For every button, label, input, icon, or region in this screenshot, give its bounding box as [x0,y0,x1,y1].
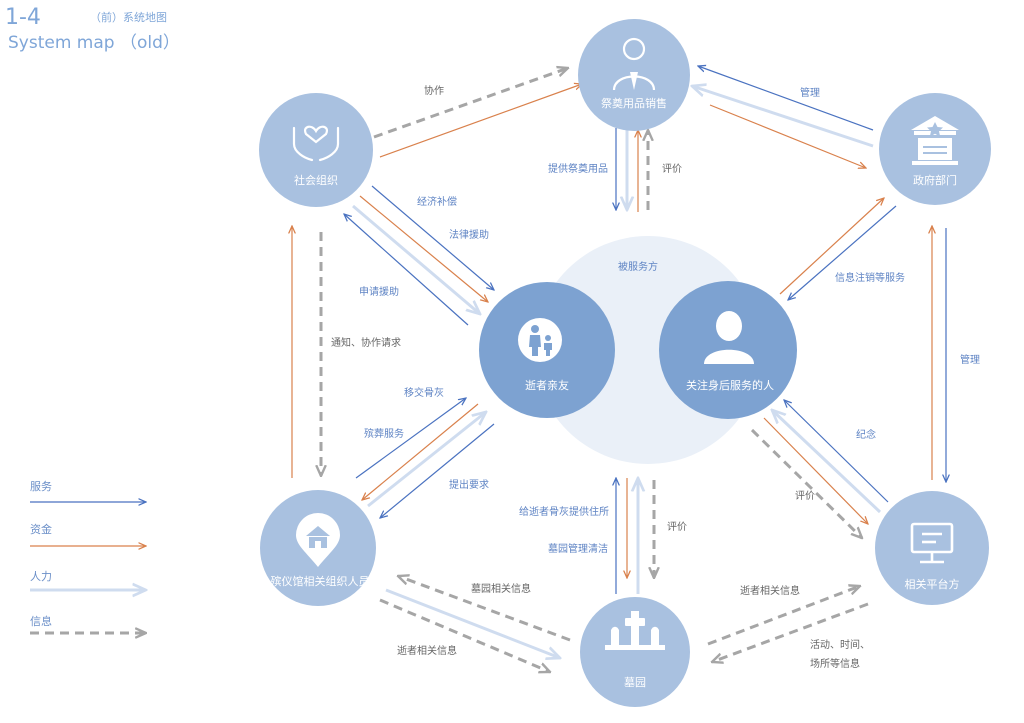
edge-people-platform-info [750,428,862,538]
served-label: 被服务方 [618,260,658,273]
node-platform-label: 相关平台方 [905,577,960,591]
node-funeral-label: 殡仪馆相关组织人员 [271,574,370,588]
label-notify: 通知、协作请求 [331,336,401,349]
legend-funds-label: 资金 [30,522,52,536]
node-platform: 相关平台方 [875,491,989,605]
node-gov-label: 政府部门 [913,173,957,187]
edge-sales-gov-funds [709,104,866,168]
header-subtitle: （前）系统地图 [90,10,167,24]
edge-platform-cemetery-info [712,602,869,662]
edge-cemetery-funeral-info [398,576,571,642]
edge-social-family-funds [359,195,488,302]
node-cemetery-label: 墓园 [624,676,646,689]
label-cem-info: 墓园相关信息 [471,582,531,595]
edge-people-platform-funds [763,417,868,524]
edge-family-funeral-service [380,423,495,518]
edge-gov-sales-labor [692,86,874,148]
person-icon [704,311,754,364]
node-people-label: 关注身后服务的人 [686,378,774,392]
label-funeral-srv: 殡葬服务 [364,427,404,440]
label-eval-bottom: 评价 [667,521,687,533]
label-demand: 提出要求 [449,478,489,491]
label-legal: 法律援助 [449,228,489,241]
label-eval-right: 评价 [795,490,815,502]
header-english: System map （old） [8,33,180,53]
node-funeral: 殡仪馆相关组织人员 [260,490,376,606]
label-apply: 申请援助 [359,285,399,298]
edge-funeral-family-labor [367,412,486,508]
label-provide-goods: 提供祭奠用品 [548,162,608,175]
legend-labor-label: 人力 [30,570,52,583]
label-residence: 给逝者骨灰提供住所 [519,505,609,518]
edge-people-gov-funds [779,198,884,295]
node-family: 逝者亲友 [479,282,615,418]
node-social-label: 社会组织 [294,173,338,187]
label-manage-top: 管理 [800,86,820,99]
header-number: 1-4 [5,5,41,30]
edge-social-family-labor [352,204,480,314]
label-dec-info-right: 逝者相关信息 [740,584,800,597]
edge-family-social-service [344,214,469,326]
edge-funeral-family-service [355,398,466,479]
label-clean: 墓园管理清洁 [548,542,608,555]
node-social: 社会组织 [259,93,373,207]
edge-cemetery-platform-info [707,586,860,646]
monitor-icon [910,522,954,564]
edge-funeral-cemetery-labor [385,588,560,658]
node-people: 关注身后服务的人 [659,281,797,419]
label-ashes: 移交骨灰 [404,386,444,399]
edge-platform-people-labor [772,410,882,514]
node-cemetery: 墓园 [580,597,690,707]
tombstone-icon [605,611,665,650]
legend-info-label: 信息 [30,614,52,628]
star-icon [927,122,943,137]
label-eval-top: 评价 [662,163,682,175]
edge-funeral-cemetery-info [379,598,550,672]
person-tie-icon [612,37,656,91]
legend: 服务 资金 人力 信息 [30,480,146,633]
label-coop: 协作 [424,84,444,97]
edge-social-sales-info [373,68,568,139]
label-activity-line1: 活动、时间、 [810,638,870,651]
label-activity-line2: 场所等信息 [810,657,860,670]
node-sales-label: 祭奠用品销售 [601,96,667,110]
label-dec-info-left: 逝者相关信息 [397,644,457,657]
legend-service-label: 服务 [30,480,52,493]
funeral-home-pin-icon [296,513,340,567]
label-subsidy: 经济补偿 [417,195,457,208]
label-memorial: 纪念 [856,428,876,441]
node-family-label: 逝者亲友 [525,378,569,392]
label-manage-right: 管理 [960,353,980,366]
edge-social-family-service [371,185,494,290]
edge-gov-people-service [788,205,897,300]
node-sales: 祭奠用品销售 [578,19,690,131]
label-cancel: 信息注销等服务 [835,271,905,284]
edge-gov-sales-service [698,66,874,131]
edge-family-funeral-funds [362,403,479,500]
parent-child-icon [529,325,552,356]
node-gov: 政府部门 [879,93,991,205]
edge-social-sales-funds [379,84,582,158]
hands-heart-icon [292,125,340,162]
edge-platform-people-service [784,400,889,503]
